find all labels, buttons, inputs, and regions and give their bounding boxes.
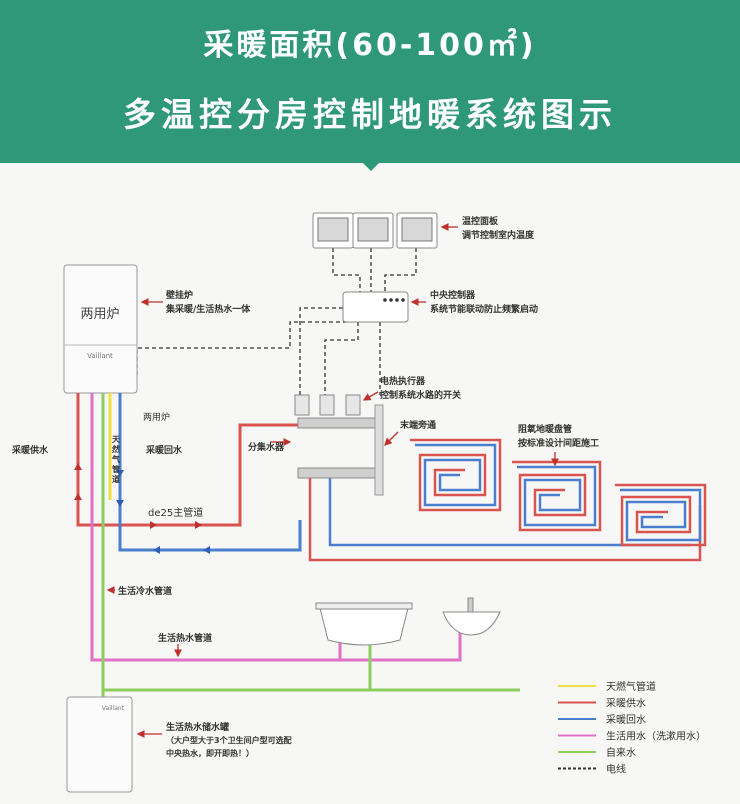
- callout-actuator: [362, 391, 379, 401]
- hot-water-pipe: [90, 393, 462, 662]
- coil-room-2-supply: [512, 460, 602, 532]
- floor-pipe-title: 阻氧地暖盘管: [518, 423, 572, 435]
- legend-label: 采暖回水: [606, 713, 646, 726]
- coil-room-1-return: [415, 443, 497, 507]
- heating-supply-label: 采暖供水: [11, 444, 49, 456]
- actuator-title: 电热执行器: [380, 375, 426, 387]
- coil-room-3-supply: [615, 483, 707, 547]
- arrow-right: [150, 521, 157, 529]
- header-banner: [0, 0, 740, 163]
- manifold-label: 分集水器: [248, 441, 285, 453]
- boiler-desc: 集采暖/生活热水一体: [165, 303, 251, 315]
- wire-actuator-1: [299, 307, 343, 395]
- central-controller-icon: [342, 291, 409, 323]
- arrow-left: [153, 546, 160, 554]
- floor-pipe-desc: 按标准设计间距施工: [518, 437, 599, 449]
- wire-panel-3: [384, 248, 417, 292]
- thermostat-panels: [312, 212, 438, 249]
- bathtub-icon: [315, 602, 413, 646]
- arrow-up: [74, 463, 82, 470]
- actuator-desc: 控制系统水路的开关: [380, 389, 461, 401]
- wire-boiler: [136, 321, 350, 375]
- legend-label: 天燃气管道: [606, 680, 656, 693]
- boiler-title: 壁挂炉: [166, 289, 193, 301]
- water-tank-icon: [66, 696, 133, 793]
- floor-heating-coils: [308, 438, 707, 562]
- page-title: 采暖面积(60-100㎡): [203, 28, 537, 63]
- boiler-icon: [63, 264, 138, 394]
- flow-arrows: [74, 463, 210, 554]
- manifold-icon: [294, 394, 384, 496]
- callout-bypass: [384, 431, 399, 446]
- wire-actuator-2: [324, 322, 359, 395]
- cold-water-label: 生活冷水管道: [118, 585, 172, 597]
- coil-return-main: [328, 478, 690, 547]
- cold-water-pipe: [101, 393, 520, 692]
- heating-supply-pipe: [76, 393, 300, 527]
- page-subtitle: 多温控分房控制地暖系统图示: [123, 95, 617, 134]
- arrow-down: [116, 500, 124, 507]
- legend-label: 生活用水（洗漱用水）: [606, 730, 706, 743]
- hot-water-label: 生活热水管道: [158, 632, 212, 644]
- coil-room-2-return: [517, 465, 597, 527]
- bypass-label: 末端旁通: [399, 419, 436, 431]
- tank-title: 生活热水储水罐: [166, 721, 229, 733]
- main-pipe-label: de25主管道: [148, 506, 203, 519]
- controller-title: 中央控制器: [430, 289, 476, 301]
- coil-room-3-return: [620, 488, 702, 542]
- tank-brand: Vaillant: [102, 705, 125, 712]
- arrow-up: [74, 493, 82, 500]
- gas-pipe-label: 天然气管道: [111, 435, 121, 484]
- legend-label: 采暖供水: [606, 697, 646, 710]
- thermostat-panel-2-icon: [352, 212, 394, 249]
- boiler-brand: Vaillant: [87, 352, 113, 360]
- wire-panel-1: [332, 248, 361, 292]
- header-notch: [362, 162, 380, 171]
- tank-desc-1: （大户型大于3个卫生间户型可选配: [166, 735, 292, 745]
- thermostat-panel-3-icon: [396, 212, 438, 249]
- callout-arrows: [106, 223, 559, 738]
- heating-return-label: 采暖回水: [145, 444, 183, 456]
- sink-icon: [442, 597, 501, 636]
- tank-desc-2: 中央热水，即开即热！）: [166, 748, 254, 758]
- arrow-down: [116, 470, 124, 477]
- legend-label: 自来水: [606, 746, 636, 759]
- legend-label: 电线: [606, 763, 626, 776]
- boiler-name: 两用炉: [80, 307, 119, 322]
- coil-room-1-supply: [410, 438, 502, 512]
- panel-title: 温控面板: [462, 215, 499, 227]
- thermostat-panel-1-icon: [312, 212, 354, 249]
- panel-desc: 调节控制室内温度: [462, 229, 535, 241]
- controller-desc: 系统节能联动防止频繁启动: [430, 303, 538, 315]
- arrow-left: [203, 546, 210, 554]
- arrow-right: [195, 521, 202, 529]
- boiler-caption: 两用炉: [143, 411, 170, 423]
